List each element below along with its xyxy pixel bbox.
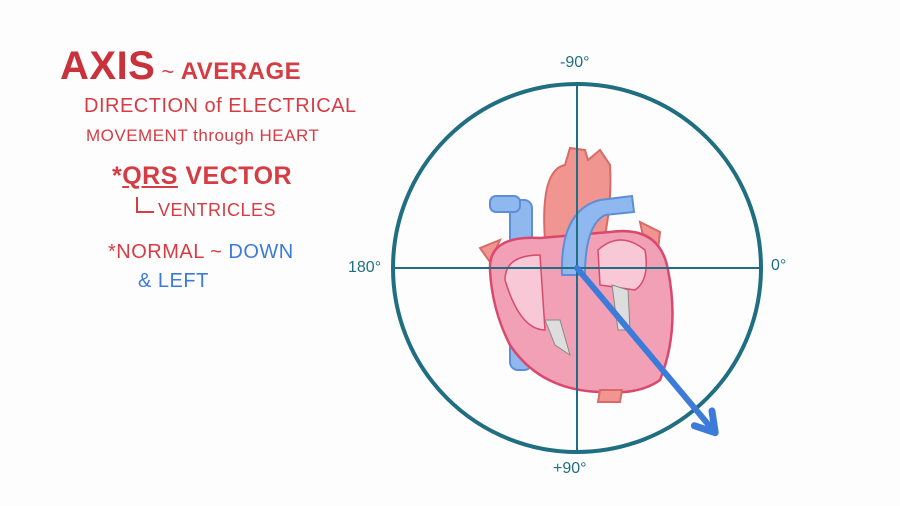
normal-text: NORMAL ~ bbox=[116, 241, 229, 263]
definition-line-1: DIRECTION of ELECTRICAL bbox=[84, 95, 357, 117]
qrs-vector-arrow bbox=[574, 265, 719, 437]
bracket bbox=[136, 197, 154, 213]
label-0: 0° bbox=[771, 257, 787, 274]
qrs-text: QRS bbox=[122, 162, 178, 190]
bullet: * bbox=[112, 162, 123, 190]
definition-line-2: MOVEMENT through HEART bbox=[86, 126, 320, 145]
bullet: * bbox=[108, 241, 117, 263]
label-plus-90: +90° bbox=[553, 460, 587, 477]
down-text: DOWN bbox=[228, 241, 294, 263]
arrow-head bbox=[690, 407, 719, 437]
label-minus-90: -90° bbox=[560, 54, 590, 71]
normal-note: *NORMAL ~ DOWN bbox=[108, 241, 294, 263]
left-text: & LEFT bbox=[138, 270, 209, 292]
title-row: AXIS ~ AVERAGE bbox=[60, 44, 301, 88]
arrow-shaft bbox=[574, 265, 719, 436]
heart-illustration bbox=[478, 146, 674, 403]
vector-text: VECTOR bbox=[177, 162, 293, 190]
tilde: ~ bbox=[161, 59, 175, 84]
average-text: AVERAGE bbox=[180, 58, 302, 85]
qrs-vector-note: *QRS VECTOR bbox=[112, 162, 293, 191]
label-180: 180° bbox=[348, 259, 382, 276]
ventricles-text: VENTRICLES bbox=[158, 200, 277, 220]
axis-title: AXIS bbox=[60, 44, 156, 88]
